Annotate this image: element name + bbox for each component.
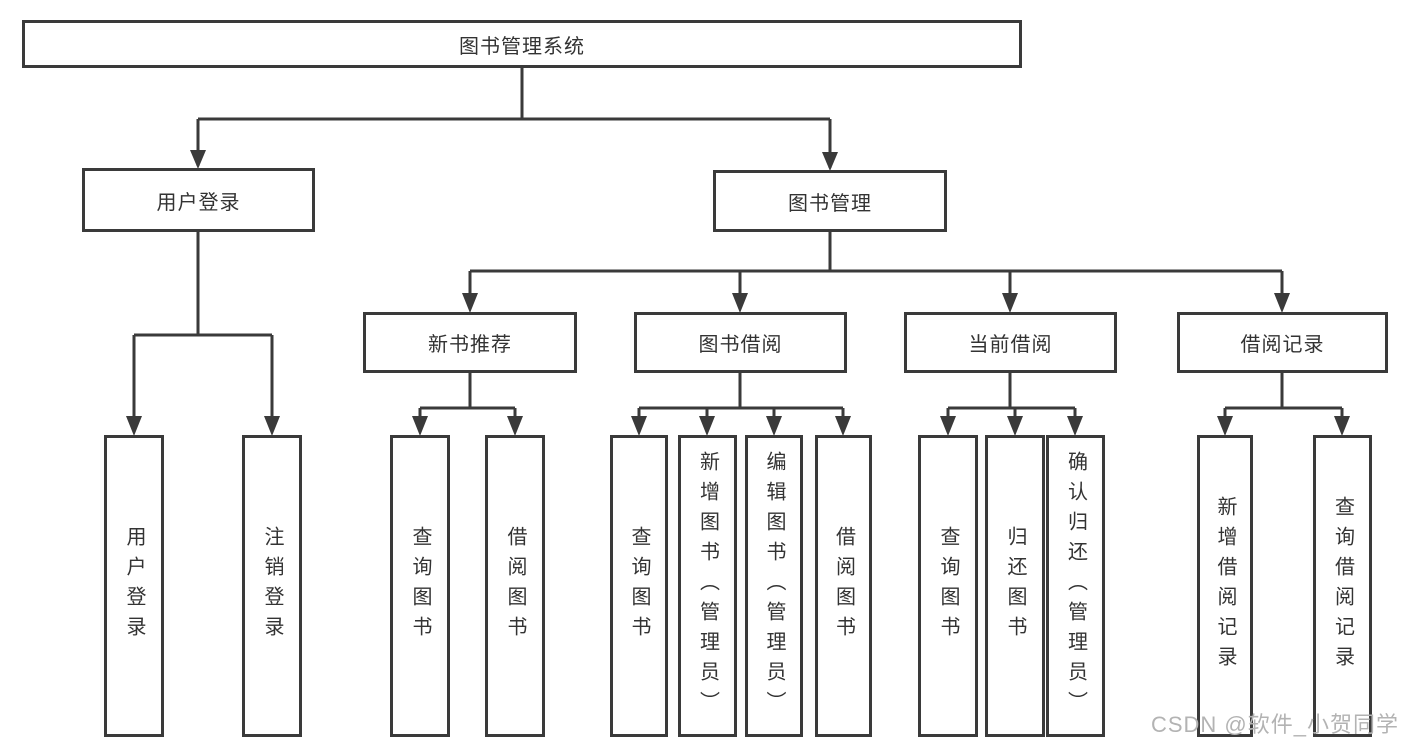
- node-leaf-query-record: 查询借阅记录: [1313, 435, 1372, 737]
- arrowhead-down-icon: [822, 152, 838, 171]
- arrowhead-down-icon: [1002, 293, 1018, 313]
- arrowhead-down-icon: [462, 293, 478, 313]
- node-leaf-query-book-1: 查询图书: [390, 435, 450, 737]
- arrowhead-down-icon: [699, 416, 715, 436]
- node-leaf-query-book-3: 查询图书: [918, 435, 978, 737]
- arrowhead-down-icon: [412, 416, 428, 436]
- node-leaf-add-record: 新增借阅记录: [1197, 435, 1253, 737]
- connector-new-book-rec-to-leaves: [412, 373, 523, 436]
- arrowhead-down-icon: [1274, 293, 1290, 313]
- node-book-mgmt: 图书管理: [713, 170, 947, 232]
- node-leaf-borrow-book-1: 借阅图书: [485, 435, 545, 737]
- node-borrow-records: 借阅记录: [1177, 312, 1388, 373]
- node-new-book-rec: 新书推荐: [363, 312, 577, 373]
- node-current-borrow: 当前借阅: [904, 312, 1117, 373]
- node-book-borrow: 图书借阅: [634, 312, 847, 373]
- node-user-login: 用户登录: [82, 168, 315, 232]
- arrowhead-down-icon: [264, 416, 280, 436]
- node-leaf-query-book-2: 查询图书: [610, 435, 668, 737]
- node-leaf-borrow-book-2: 借阅图书: [815, 435, 872, 737]
- node-leaf-confirm-return: 确认归还（管理员）: [1046, 435, 1105, 737]
- arrowhead-down-icon: [190, 150, 206, 169]
- arrowhead-down-icon: [631, 416, 647, 436]
- connector-current-borrow-to-leaves: [940, 373, 1083, 436]
- arrowhead-down-icon: [1334, 416, 1350, 436]
- arrowhead-down-icon: [940, 416, 956, 436]
- arrowhead-down-icon: [766, 416, 782, 436]
- arrowhead-down-icon: [732, 293, 748, 313]
- node-leaf-return-book: 归还图书: [985, 435, 1045, 737]
- node-leaf-user-login: 用户登录: [104, 435, 164, 737]
- arrowhead-down-icon: [126, 416, 142, 436]
- arrowhead-down-icon: [507, 416, 523, 436]
- connector-book-mgmt-to-level3: [462, 232, 1290, 313]
- arrowhead-down-icon: [1007, 416, 1023, 436]
- connector-borrow-records-to-leaves: [1217, 373, 1350, 436]
- arrowhead-down-icon: [1217, 416, 1233, 436]
- node-leaf-edit-book: 编辑图书（管理员）: [745, 435, 803, 737]
- connector-user-login-to-leaves: [126, 232, 280, 436]
- connector-book-borrow-to-leaves: [631, 373, 851, 436]
- node-leaf-logout: 注销登录: [242, 435, 302, 737]
- watermark: CSDN @软件_小贺同学: [1150, 712, 1399, 737]
- connector-root-to-level2: [190, 68, 838, 171]
- node-root: 图书管理系统: [22, 20, 1022, 68]
- arrowhead-down-icon: [835, 416, 851, 436]
- arrowhead-down-icon: [1067, 416, 1083, 436]
- node-leaf-add-book: 新增图书（管理员）: [678, 435, 737, 737]
